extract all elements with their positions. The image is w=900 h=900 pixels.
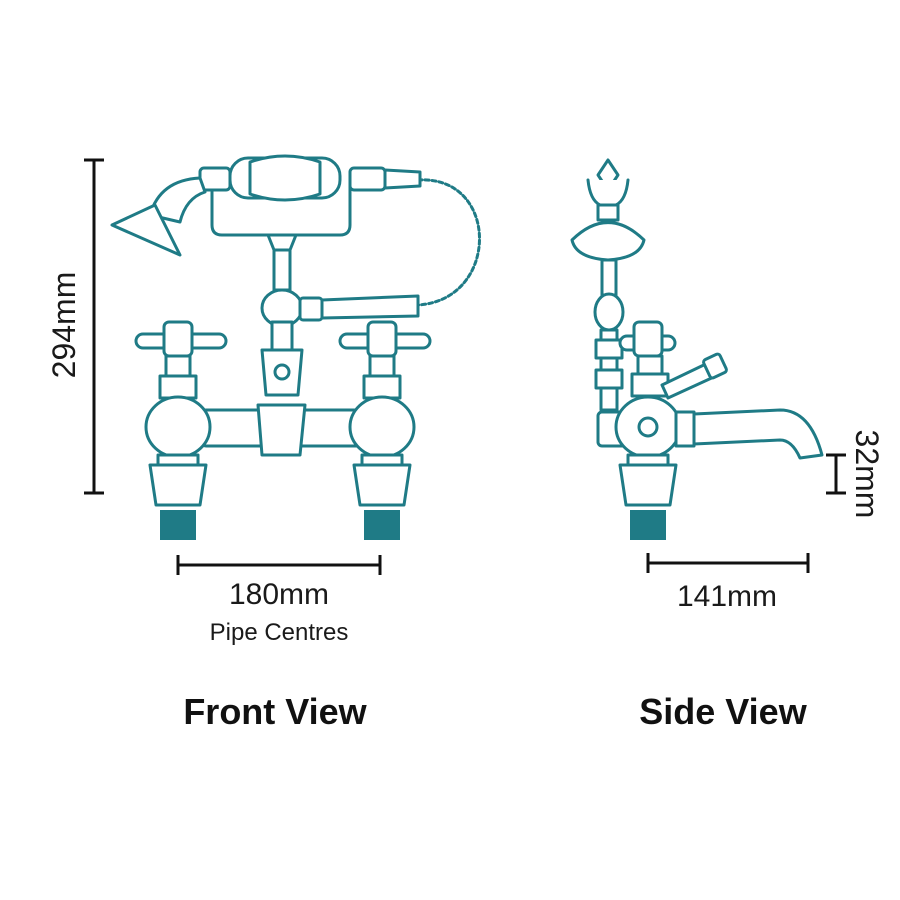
front-view-title: Front View — [183, 691, 367, 732]
side-spout-height-dimension: 32mm — [826, 430, 885, 519]
front-right-valve — [338, 320, 432, 540]
front-bridge-body — [198, 403, 367, 457]
front-left-valve — [134, 320, 228, 540]
side-spout — [674, 408, 824, 460]
front-height-label: 294mm — [46, 272, 82, 379]
side-spout-height-label: 32mm — [849, 430, 885, 519]
side-view-drawing — [570, 158, 824, 540]
front-width-dimension: 180mm Pipe Centres — [176, 555, 382, 646]
front-height-dimension: 294mm — [46, 158, 104, 495]
side-valve — [614, 320, 682, 540]
front-width-sublabel: Pipe Centres — [210, 619, 349, 646]
front-view-drawing — [110, 154, 481, 540]
front-shower-hose — [416, 178, 481, 307]
side-view-title: Side View — [639, 691, 807, 732]
front-width-label: 180mm — [229, 578, 329, 611]
front-shower-handset — [110, 154, 422, 257]
side-depth-label: 141mm — [677, 580, 777, 613]
side-lever — [660, 352, 728, 400]
side-depth-dimension: 141mm — [646, 553, 810, 613]
side-shower-handset — [570, 158, 646, 262]
front-riser — [260, 233, 420, 397]
